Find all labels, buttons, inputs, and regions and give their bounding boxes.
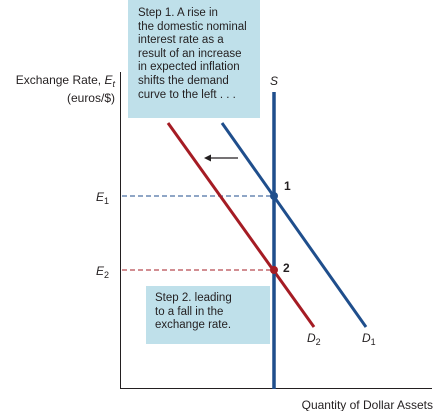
callout-step-2-line: Step 2. leading (155, 292, 232, 304)
supply-label: S (270, 74, 278, 88)
demand-curve-d2 (166, 122, 316, 328)
demand-curve-d1 (220, 122, 368, 328)
level-label-e2: E2 (96, 264, 109, 280)
level-label-e1: E1 (96, 190, 109, 206)
callout-step-1-line: interest rate as a (138, 34, 224, 47)
shift-arrow-head (204, 154, 211, 162)
callout-step-1-line: Step 1. A rise in (138, 7, 218, 19)
callout-step-2-line: exchange rate. (155, 319, 232, 332)
callout-step-1: Step 1. A rise in the domestic nominal i… (128, 0, 260, 118)
point-label-1: 1 (284, 179, 291, 193)
callout-step-1-line: curve to the left . . . (138, 88, 236, 101)
point-2 (270, 266, 278, 274)
point-label-2: 2 (283, 261, 290, 275)
callout-step-1-line: shifts the demand (138, 74, 229, 87)
curve-label-d1: D1 (362, 331, 376, 347)
callout-step-1-line: in expected inflation (138, 61, 240, 74)
callout-step-1-line: result of an increase (138, 47, 242, 60)
y-axis-units: (euros/$) (67, 91, 115, 105)
callout-step-2: Step 2. leading to a fall in the exchang… (146, 286, 270, 344)
callout-step-1-line: the domestic nominal (138, 20, 247, 33)
curve-label-d2: D2 (307, 331, 321, 347)
x-axis-label: Quantity of Dollar Assets (302, 398, 433, 411)
y-axis-label: Exchange Rate, Et (16, 73, 116, 89)
callout-step-2-line: to a fall in the (155, 305, 224, 318)
point-1 (270, 192, 278, 200)
